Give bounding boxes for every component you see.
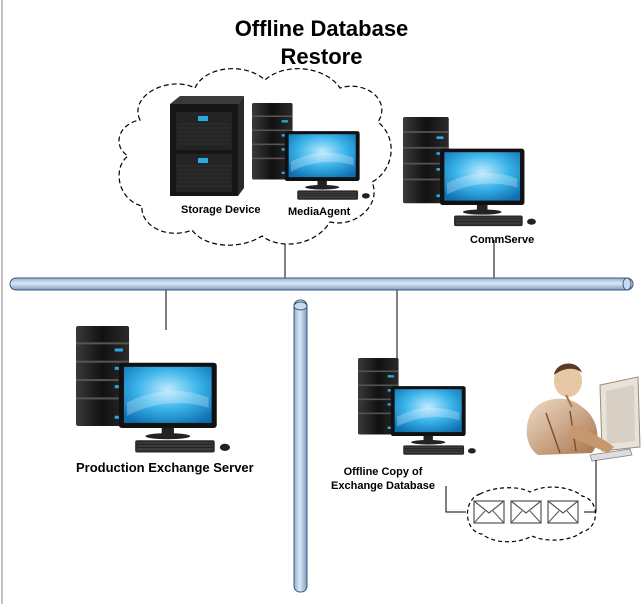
commserve-label: CommServe	[470, 234, 535, 246]
production-exchange-server-label: Production Exchange Server	[76, 460, 254, 475]
diagram-title-line-1: Offline Database	[234, 16, 409, 41]
envelope-icon	[547, 500, 579, 524]
envelope-icon	[510, 500, 542, 524]
diagram-title-line-2: Restore	[280, 44, 363, 69]
cloud-outline-icon	[118, 68, 392, 246]
network-pipe-horizontal	[9, 277, 634, 291]
media-agent-computer-icon	[251, 102, 371, 201]
network-pipe-vertical	[293, 299, 308, 593]
offline-copy-mail-link	[445, 486, 466, 513]
user-at-computer-icon	[526, 363, 641, 462]
mail-cloud-outline-icon	[466, 486, 596, 543]
storage-device-label: Storage Device	[181, 204, 261, 216]
media-agent-label: MediaAgent	[288, 206, 351, 218]
offline-copy-label-line-2: Exchange Database	[331, 480, 435, 492]
commserve-computer-icon	[402, 116, 537, 227]
user-mail-link	[584, 460, 597, 513]
envelope-icon	[473, 500, 505, 524]
production-exchange-server-computer-icon	[75, 325, 231, 453]
offline-copy-label-line-1: Offline Copy of	[343, 466, 423, 478]
offline-copy-computer-icon	[357, 357, 477, 456]
storage-tower-icon	[170, 96, 244, 196]
